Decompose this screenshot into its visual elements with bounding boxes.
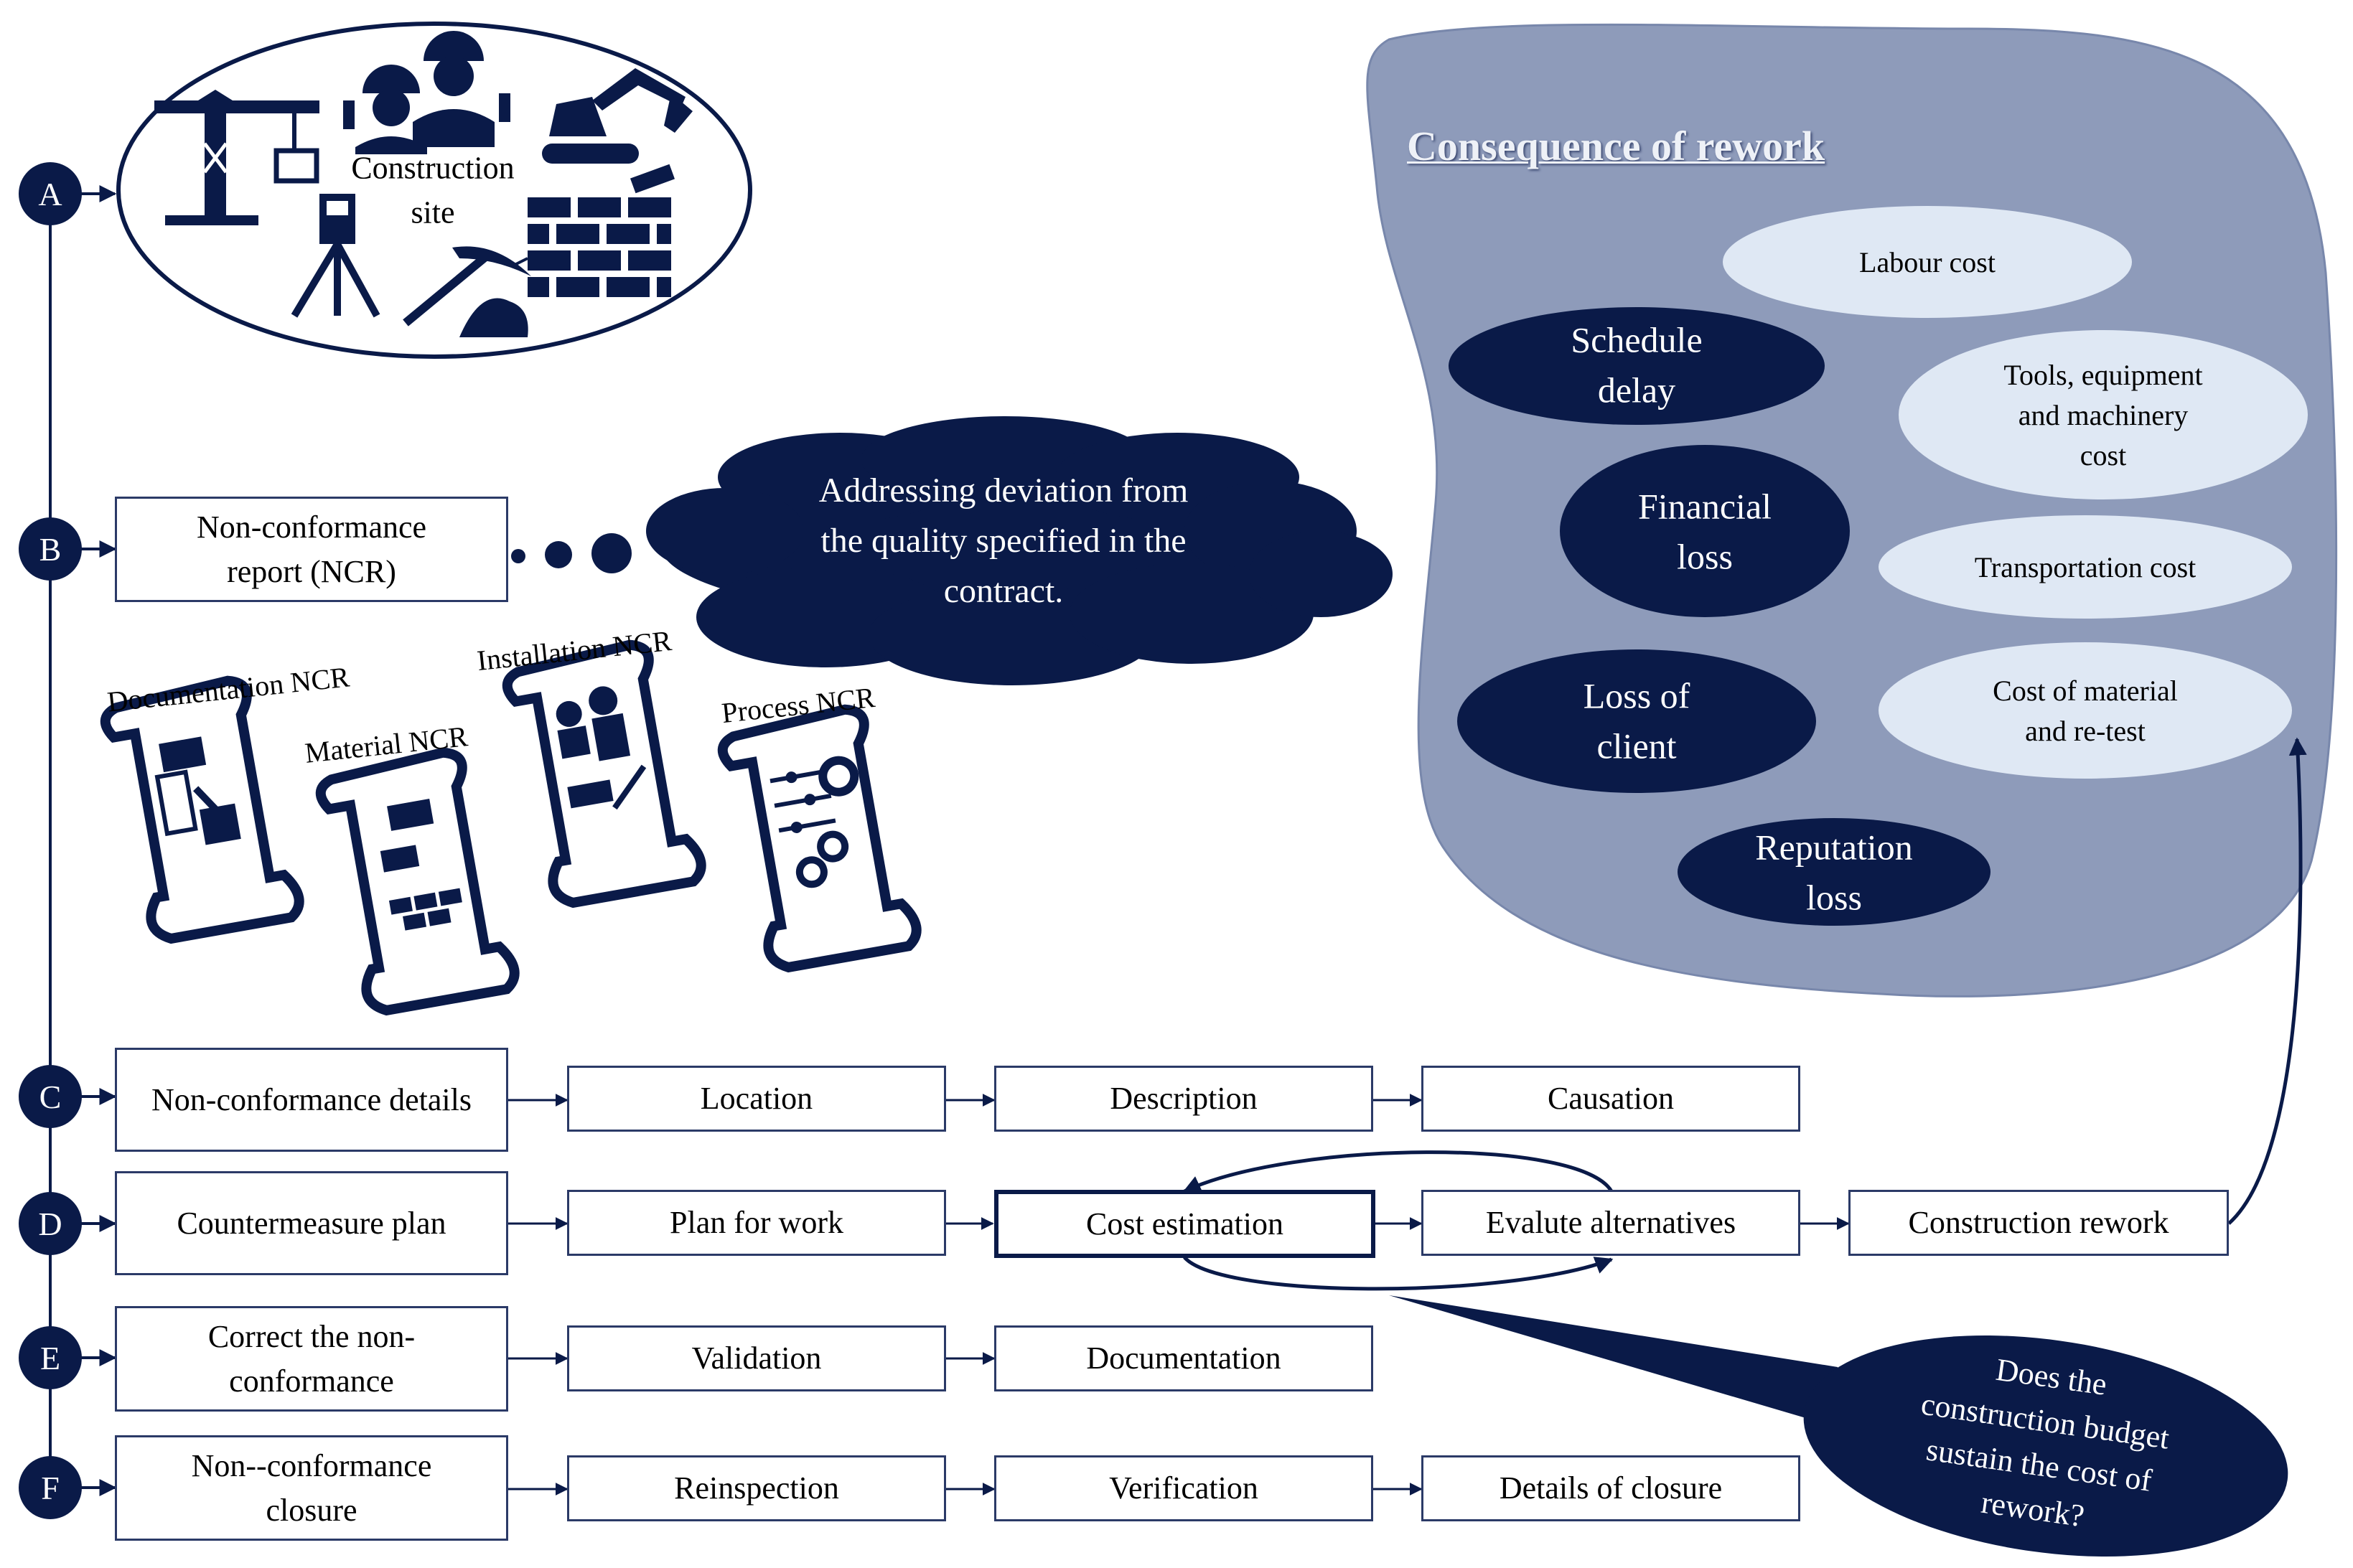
plan-for-work-label: Plan for work [670,1205,843,1241]
reinspection-box: Reinspection [567,1455,946,1521]
excavator-icon [542,68,693,164]
step-e [19,1326,82,1389]
nonconformance-details-box: Non-conformance details [115,1048,508,1152]
gear-icon [769,756,859,888]
validation-label: Validation [691,1341,822,1376]
step-b [19,517,82,581]
consequence-loss-of-client [1457,649,1816,793]
bricks-icon [528,164,675,297]
nonconformance-details-label: Non-conformance details [151,1081,472,1117]
step-d [19,1192,82,1255]
documentation-ncr-scroll [100,675,304,944]
materials-icon [380,799,462,931]
cost-estimation-box: Cost estimation [994,1190,1375,1258]
consequence-financial-loss [1560,445,1850,617]
consequence-material-retest [1879,642,2292,779]
consequence-light-label: Labour cost [1859,246,1996,278]
evaluate-alternatives-label: Evalute alternatives [1485,1205,1736,1241]
consequence-tools-cost [1899,330,2308,499]
dot [545,541,572,568]
plan-for-work-box: Plan for work [567,1190,946,1256]
step-letter: C [39,1079,62,1115]
consequence-title: Consequence of rework [1407,123,1825,169]
step-letter: D [38,1206,62,1242]
documents-icon [154,736,241,845]
description-box: Description [994,1066,1373,1132]
installers-icon [556,686,647,810]
correct-nonconformance-label: Correct the non-conformance [207,1318,416,1399]
nonconformance-closure-label: Non--conformance closure [191,1447,432,1528]
evaluate-alternatives-box: Evalute alternatives [1421,1190,1800,1256]
step-letter: E [40,1340,60,1376]
nonconformance-closure-box: Non--conformance closure [115,1435,508,1541]
location-box: Location [567,1066,946,1132]
verification-label: Verification [1109,1470,1258,1506]
step-letter: F [41,1470,60,1506]
consequence-light-label: Transportation cost [1975,551,2197,583]
consequence-transportation-cost [1879,515,2292,619]
validation-box: Validation [567,1325,946,1391]
cost-estimation-label: Cost estimation [1086,1206,1283,1241]
countermeasure-plan-label: Countermeasure plan [177,1205,446,1241]
dot [591,533,632,573]
installation-ncr-scroll [502,639,706,909]
consequence-labour-cost [1723,206,2132,318]
material-ncr-scroll [315,747,520,1016]
construction-rework-label: Construction rework [1908,1205,2169,1241]
location-label: Location [700,1081,813,1117]
causation-label: Causation [1548,1081,1674,1117]
budget-callout [1389,1295,2288,1557]
workers-icon [343,31,510,154]
correct-nonconformance-box: Correct the non-conformance [115,1306,508,1412]
construction-rework-box: Construction rework [1848,1190,2229,1256]
description-label: Description [1110,1081,1258,1117]
documentation-label: Documentation [1086,1341,1281,1376]
step-letter: B [39,531,62,568]
countermeasure-plan-box: Countermeasure plan [115,1171,508,1275]
surveyor-icon [291,194,380,318]
crane-icon [154,90,319,225]
step-c [19,1065,82,1128]
step-a [19,162,82,225]
causation-box: Causation [1421,1066,1800,1132]
deviation-cloud [646,416,1393,685]
consequence-reputation-loss [1678,818,1991,926]
reinspection-label: Reinspection [674,1470,839,1506]
pickaxe-icon [403,246,531,337]
process-ncr-scroll [717,704,922,973]
details-of-closure-box: Details of closure [1421,1455,1800,1521]
dot [511,549,525,563]
details-of-closure-label: Details of closure [1499,1470,1723,1506]
consequence-schedule-delay [1449,307,1825,425]
step-letter: A [38,176,62,212]
documentation-box: Documentation [994,1325,1373,1391]
step-f [19,1456,82,1519]
verification-box: Verification [994,1455,1373,1521]
